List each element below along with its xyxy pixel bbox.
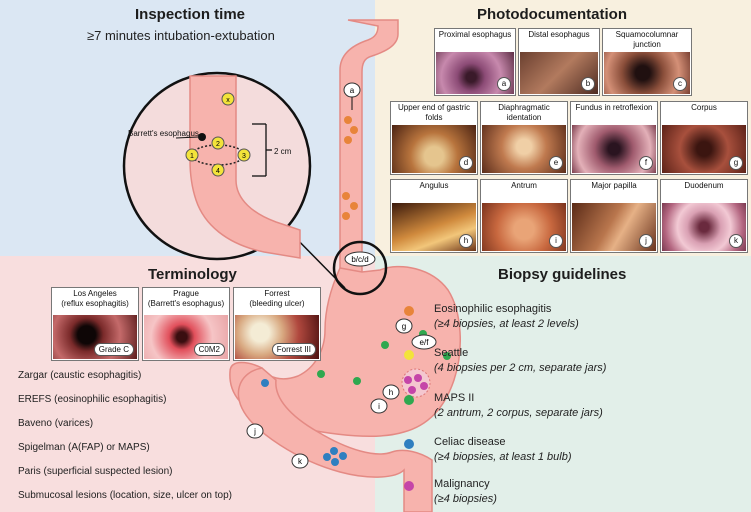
biopsy-item-maps: MAPS II [434,392,475,404]
biopsy-note-seattle: (4 biopsies per 2 cm, separate jars) [434,362,607,374]
maps-legend-dot [404,395,414,405]
terminology-item-zargar: Zargar (caustic esophagitis) [18,370,142,381]
biopsy-item-malignancy: Malignancy [434,478,490,490]
biopsy-item-celiac: Celiac disease [434,436,506,448]
celiac-legend-dot [404,439,414,449]
photo-c: Squamocolumnar junction c [602,28,692,96]
terminology-item-spigelman: Spigelman (A(FAP) or MAPS) [18,442,150,453]
eoe-biopsy-dots [342,116,358,220]
svg-text:g: g [402,322,406,331]
eoe-legend-dot [404,306,414,316]
terminology-image-forrest: Forrest (bleeding ulcer) Forrest III [233,287,321,361]
terminology-image-prague: Prague (Barrett's esophagus) C0M2 [142,287,230,361]
junction-circle [332,240,388,296]
photodocumentation-title: Photodocumentation [477,6,627,23]
malignancy-legend-dot [404,481,414,491]
svg-text:j: j [253,427,256,436]
photo-b: Distal esophagus b [518,28,600,96]
photo-k: Duodenum k [660,179,748,253]
photo-f: Fundus in retroflexion f [570,101,658,175]
biopsy-note-celiac: (≥4 biopsies, at least 1 bulb) [434,451,572,463]
svg-text:e/f: e/f [420,338,430,347]
svg-text:x: x [226,97,230,104]
terminology-item-submucosal: Submucosal lesions (location, size, ulce… [18,490,232,501]
svg-text:a: a [350,86,355,95]
barrett-pointer [198,133,206,141]
svg-text:k: k [298,457,303,466]
terminology-item-erefs: EREFS (eosinophilic esophagitis) [18,394,167,405]
svg-text:1: 1 [190,153,194,160]
photo-i: Antrum i [480,179,568,253]
biopsy-item-seattle: Seattle [434,347,469,359]
inspection-title: Inspection time [135,6,246,23]
seattle-points: x 1 2 3 4 [185,92,251,177]
photo-a: Proximal esophagus a [434,28,516,96]
photo-j: Major papilla j [570,179,658,253]
zoom-esophagus [189,75,301,259]
terminology-item-baveno: Baveno (varices) [18,418,94,429]
biopsy-item-eoe: Eosinophilic esophagitis [434,303,552,315]
biopsy-title: Biopsy guidelines [498,266,627,283]
inspection-subtitle: ≥7 minutes intubation-extubation [87,28,275,43]
svg-text:h: h [389,388,393,397]
svg-text:i: i [378,402,380,411]
biopsy-note-malignancy: (≥4 biopsies) [434,493,497,505]
photo-d: Upper end of gastric folds d [390,101,478,175]
terminology-title: Terminology [148,266,237,283]
svg-text:4: 4 [216,168,220,175]
photo-markers: a b/c/d g e/f h i j k [246,82,437,469]
terminology-image-los-angeles: Los Angeles (reflux esophagitis) Grade C [51,287,139,361]
photo-g: Corpus g [660,101,748,175]
celiac-biopsy-dots [261,379,347,466]
svg-text:3: 3 [242,153,246,160]
photo-h: Angulus h [390,179,478,253]
duodenum [237,367,433,512]
terminology-item-paris: Paris (superficial suspected lesion) [18,466,173,477]
biopsy-note-eoe: (≥4 biopsies, at least 2 levels) [434,318,579,330]
svg-text:b/c/d: b/c/d [351,255,368,264]
distance-label: 2 cm [274,147,292,156]
seattle-legend-dot [404,350,414,360]
photo-e: Diaphragmatic identation e [480,101,568,175]
biopsy-note-maps: (2 antrum, 2 corpus, separate jars) [434,407,603,419]
malignancy-lesion [401,368,431,398]
barretts-label: Barrett's esophagus [128,129,199,138]
svg-text:2: 2 [216,141,220,148]
